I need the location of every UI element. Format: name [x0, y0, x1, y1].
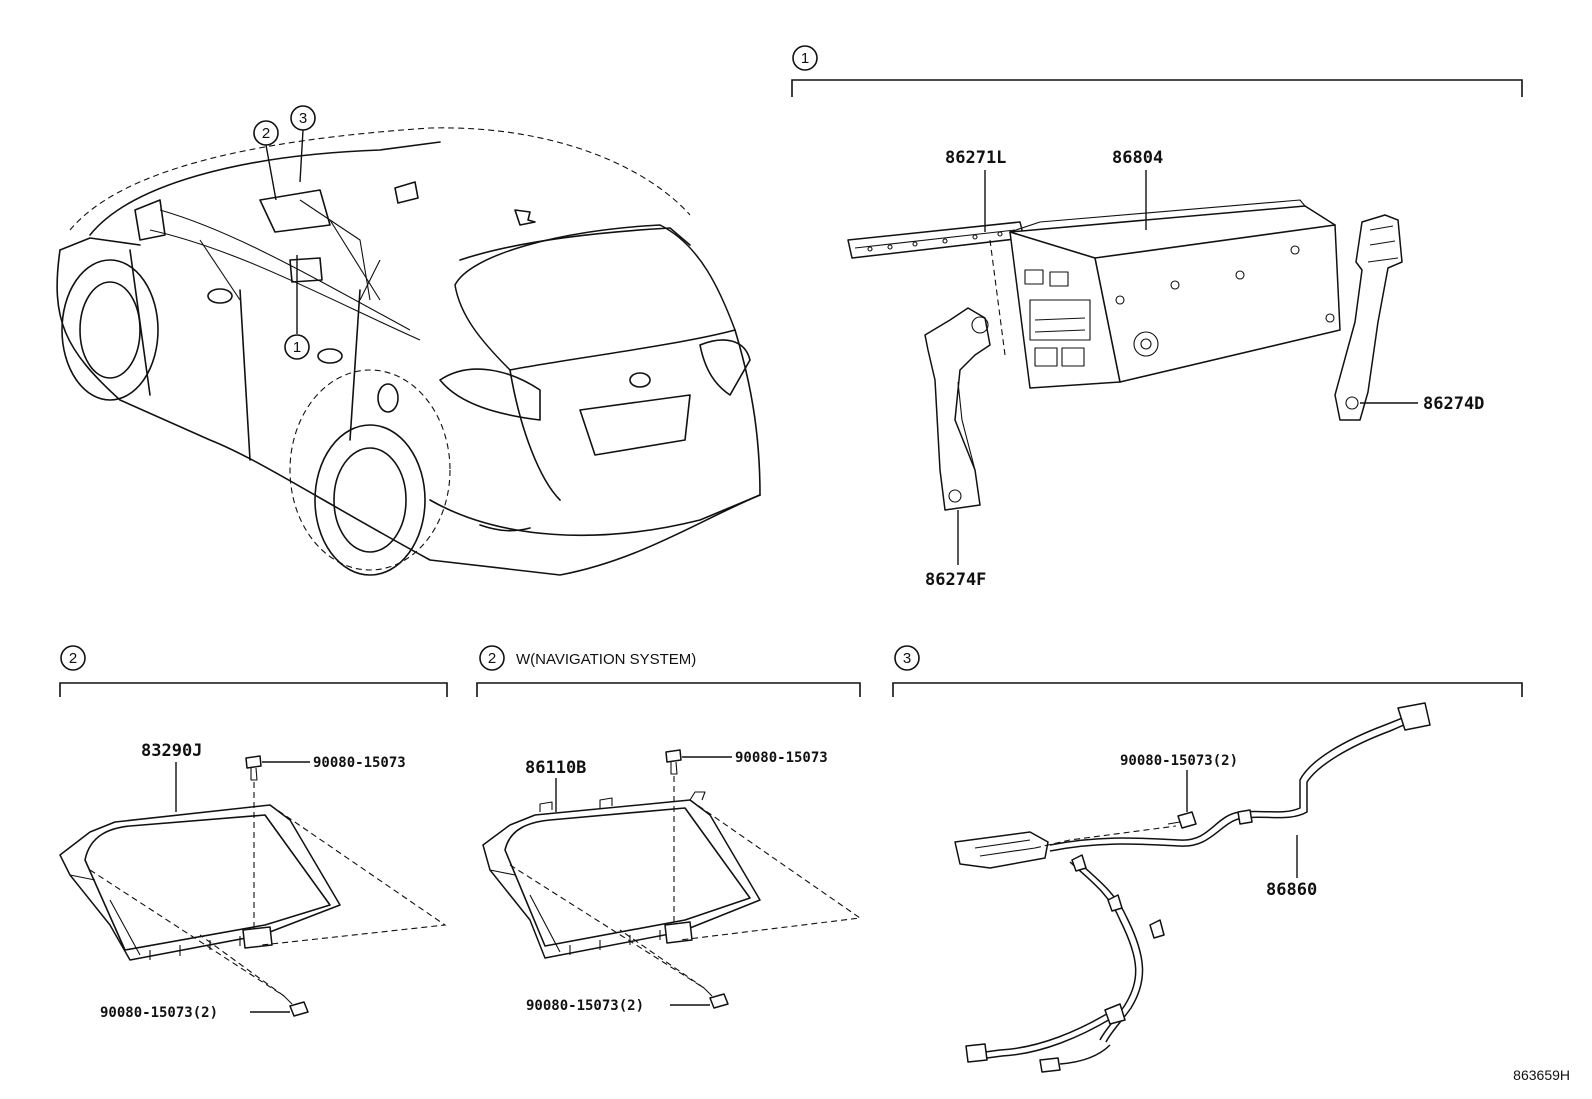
display-frame-86110b	[482, 778, 761, 959]
svg-text:3: 3	[299, 110, 307, 127]
section-harness: 3	[892, 645, 1523, 1073]
section-amplifier: 1	[791, 45, 1523, 590]
vehicle-callout-2: 2	[253, 120, 279, 146]
section-display: 2 83290J 90080-15073 90080-1	[59, 645, 448, 1021]
wire-harness-86860	[954, 702, 1431, 1073]
svg-text:1: 1	[293, 339, 301, 356]
section-amplifier-marker: 1	[792, 45, 818, 71]
label-display-screw-bottom: 90080-15073(2)	[100, 1005, 218, 1021]
label-83290j: 83290J	[141, 741, 202, 761]
vehicle-callout-1: 1	[284, 334, 310, 360]
section-display-nav-title: W(NAVIGATION SYSTEM)	[516, 651, 696, 668]
section-display-nav: 2 W(NAVIGATION SYSTEM) 86110B 9	[476, 645, 862, 1014]
label-86274f: 86274F	[925, 570, 986, 590]
svg-text:2: 2	[69, 650, 77, 667]
svg-text:2: 2	[262, 125, 270, 142]
label-display-nav-screw-bottom: 90080-15073(2)	[526, 998, 644, 1014]
label-86271l: 86271L	[945, 148, 1006, 168]
label-harness-bolt: 90080-15073(2)	[1120, 753, 1238, 769]
vehicle-overview	[56, 127, 761, 576]
bracket-86274f	[924, 307, 991, 565]
label-display-nav-screw-top: 90080-15073	[735, 750, 828, 766]
amplifier-unit-86804	[1009, 170, 1341, 389]
label-86804: 86804	[1112, 148, 1163, 168]
section-display-marker: 2	[60, 645, 86, 671]
label-86274d: 86274D	[1423, 394, 1484, 414]
rail-bracket-86271l	[847, 170, 1025, 356]
bolt-harness	[1167, 770, 1197, 829]
screw-display-nav-top	[665, 749, 732, 926]
svg-text:3: 3	[903, 650, 911, 667]
screw-display-bottom	[199, 934, 309, 1017]
section-display-nav-marker: 2	[479, 645, 505, 671]
label-86860: 86860	[1266, 880, 1317, 900]
label-86110b: 86110B	[525, 758, 586, 778]
vehicle-callout-3: 3	[290, 105, 316, 131]
screw-display-top	[245, 755, 310, 930]
diagram-reference-code: 863659H	[1513, 1067, 1570, 1083]
bracket-86274d	[1334, 214, 1418, 421]
svg-text:2: 2	[488, 650, 496, 667]
svg-text:1: 1	[801, 50, 809, 67]
label-display-screw-top: 90080-15073	[313, 755, 406, 771]
screw-display-nav-bottom	[619, 929, 729, 1009]
section-harness-marker: 3	[894, 645, 920, 671]
display-frame-83290j	[59, 762, 341, 961]
